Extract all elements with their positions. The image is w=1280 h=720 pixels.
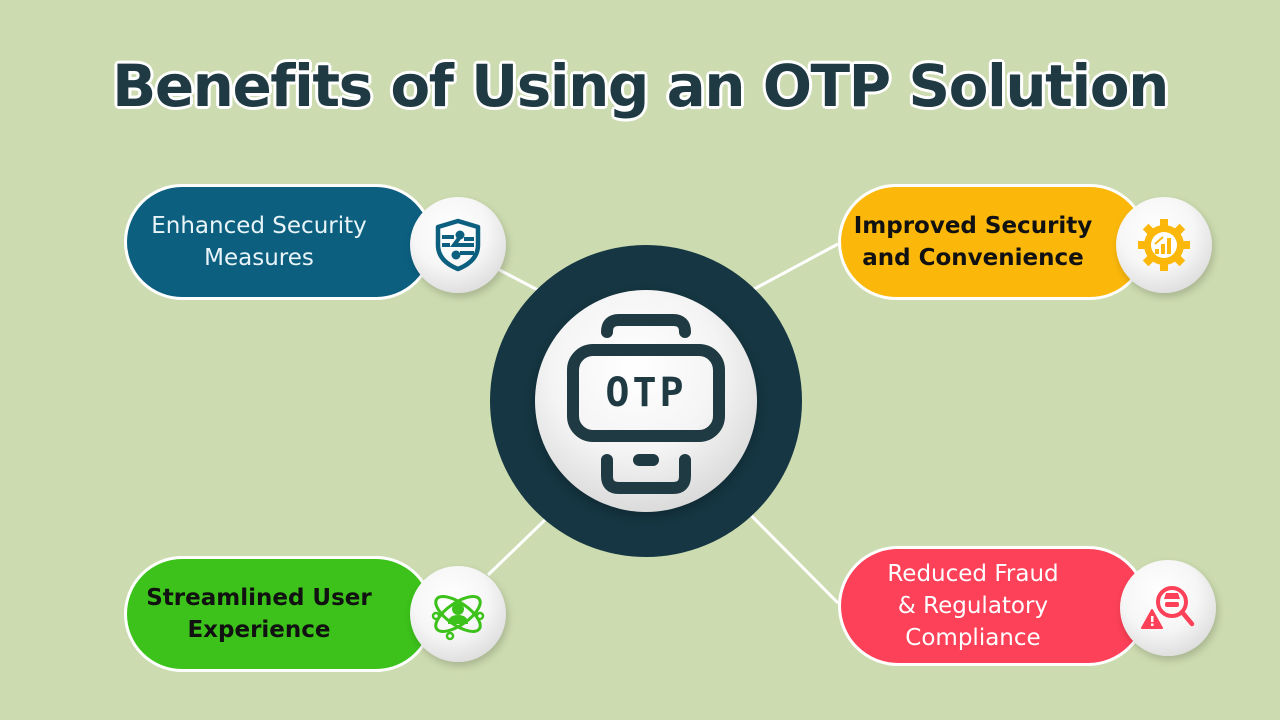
fraud-search-warning-icon bbox=[1141, 586, 1195, 629]
benefit-icon-ball bbox=[410, 197, 506, 293]
benefit-icon-ball bbox=[1116, 197, 1212, 293]
benefit-icon-ball bbox=[410, 566, 506, 662]
benefit-improved-security: Improved Security and Convenience bbox=[838, 184, 1148, 300]
center-otp-hub: OTP bbox=[535, 290, 757, 512]
gear-chart-icon bbox=[1138, 219, 1190, 271]
benefit-streamlined-ux: Streamlined User Experience bbox=[124, 556, 434, 672]
benefit-reduced-fraud: Reduced Fraud & Regulatory Compliance bbox=[838, 546, 1148, 666]
benefit-line: Reduced Fraud bbox=[887, 561, 1059, 587]
benefit-line: & Regulatory bbox=[897, 593, 1049, 619]
otp-phone-icon bbox=[567, 314, 725, 494]
otp-label: OTP bbox=[605, 370, 687, 416]
benefit-enhanced-security: Enhanced Security Measures bbox=[124, 184, 434, 300]
page-title: Benefits of Using an OTP Solution bbox=[112, 52, 1169, 120]
benefit-line: Measures bbox=[204, 245, 314, 271]
benefit-line: Improved Security bbox=[853, 213, 1093, 239]
benefit-line: Experience bbox=[187, 617, 331, 643]
shield-circuit-icon bbox=[435, 218, 481, 272]
benefit-label: Improved Security and Convenience bbox=[848, 210, 1098, 274]
benefit-label: Reduced Fraud & Regulatory Compliance bbox=[848, 558, 1098, 654]
benefit-line: Streamlined User bbox=[146, 585, 372, 611]
benefit-line: Compliance bbox=[905, 625, 1041, 651]
user-orbit-icon bbox=[431, 595, 485, 641]
benefit-icon-ball bbox=[1120, 560, 1216, 656]
benefit-line: and Convenience bbox=[862, 245, 1084, 271]
benefit-line: Enhanced Security bbox=[151, 213, 367, 239]
benefit-label: Streamlined User Experience bbox=[134, 582, 384, 646]
benefit-label: Enhanced Security Measures bbox=[134, 210, 384, 274]
